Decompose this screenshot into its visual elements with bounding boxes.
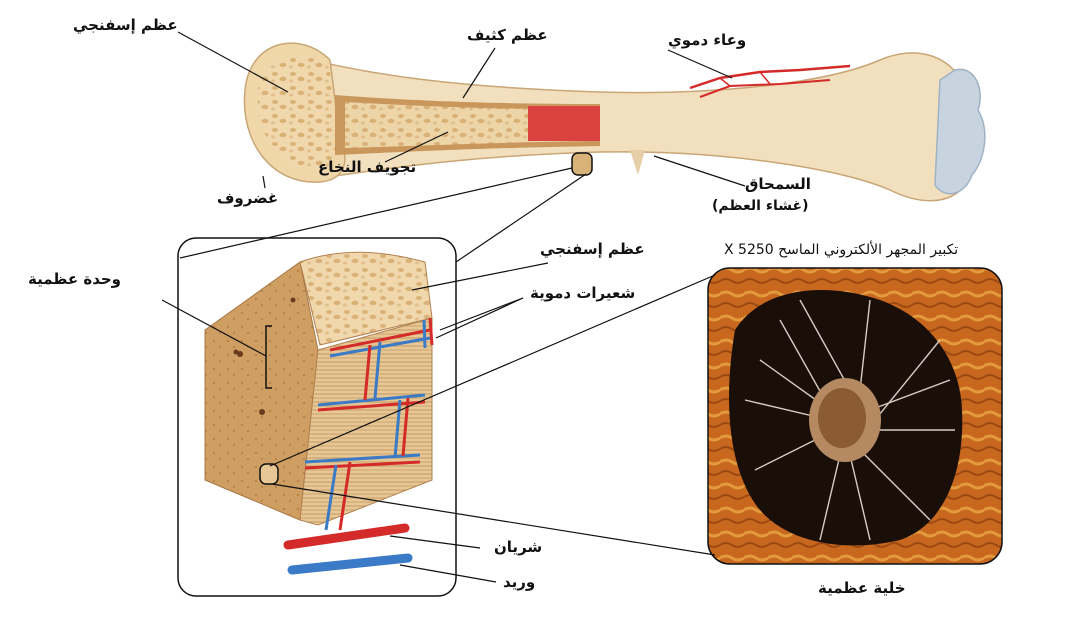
micrograph-panel — [708, 268, 1002, 564]
label-bone-cell: خلية عظمية — [818, 581, 906, 596]
osteocyte-dot — [259, 409, 265, 415]
long-bone — [244, 43, 984, 201]
label-blood-vessel: وعاء دموي — [668, 33, 746, 48]
osteocyte-dot — [291, 298, 296, 303]
label-magnification: تكبير المجهر الألكتروني الماسح X 5250 — [724, 243, 958, 257]
red-marrow — [528, 106, 600, 141]
label-spongy-bone-top: عظم إسفنجي — [73, 18, 178, 33]
label-compact-bone: عظم كثيف — [467, 28, 548, 43]
label-osteon: وحدة عظمية — [28, 272, 121, 287]
zoom-region-marker — [572, 153, 592, 175]
periosteum-edge — [630, 150, 645, 175]
cell-zoom-marker — [260, 464, 278, 484]
label-artery: شريان — [494, 540, 542, 555]
label-capillaries: شعيرات دموية — [530, 286, 635, 301]
bone-section-panel — [178, 238, 456, 596]
label-cartilage: غضروف — [217, 191, 278, 206]
osteocyte-nucleus — [818, 388, 866, 448]
osteocyte-dot — [234, 350, 239, 355]
cartilage-cap — [935, 69, 985, 193]
label-spongy-bone-mid: عظم إسفنجي — [540, 242, 645, 257]
label-periosteum: السمحاق — [745, 177, 811, 192]
label-vein: وريد — [503, 575, 535, 590]
label-marrow-cavity: تجويف النخاع — [318, 160, 416, 175]
label-periosteum-sub: (غشاء العظم) — [712, 199, 808, 213]
